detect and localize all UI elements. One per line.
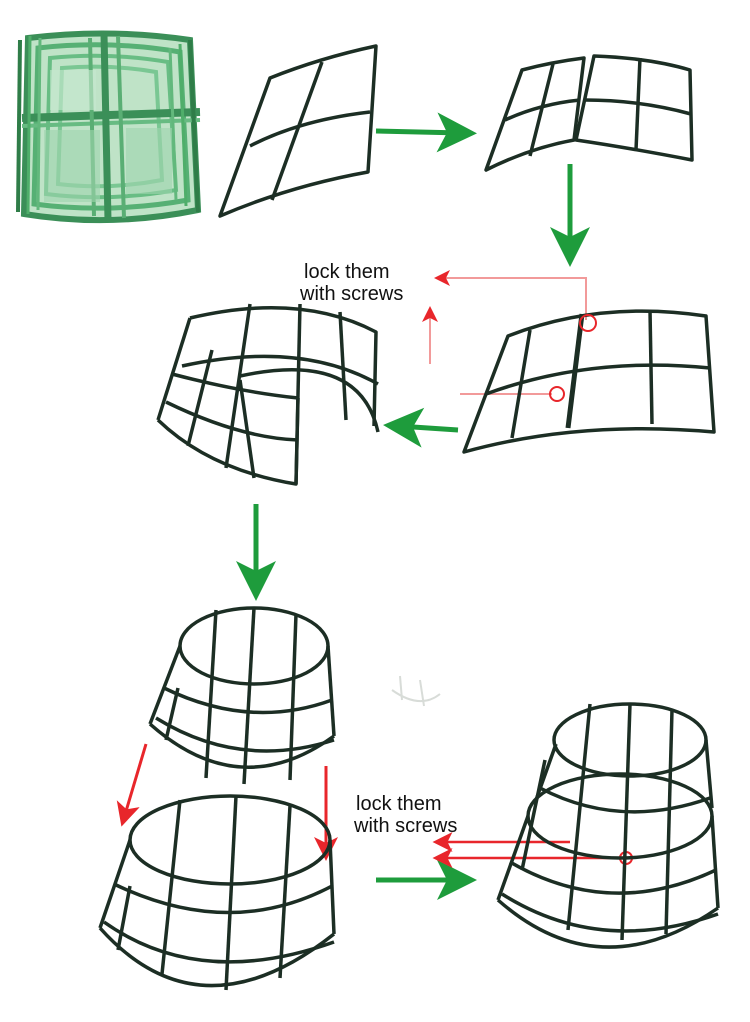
small-ring <box>148 606 336 785</box>
two-panels <box>484 54 694 172</box>
screw-circle-icon <box>549 386 565 402</box>
flow-arrow-left-1 <box>383 407 459 448</box>
open-ring <box>156 303 380 486</box>
upper-screw-label-line1: lock them <box>304 261 390 283</box>
product-photo <box>14 28 202 226</box>
ghost-marks <box>391 675 441 707</box>
red-arrow-icon <box>116 743 148 827</box>
large-ring <box>98 794 336 991</box>
joined-panel <box>462 309 716 454</box>
lower-screw-label-line1: lock them <box>356 793 442 815</box>
upper-screw-indicator <box>422 270 587 395</box>
lower-screw-label-line2: with screws <box>353 815 457 837</box>
upper-screw-label-line2: with screws <box>299 283 403 305</box>
stacked-assembly <box>496 702 720 949</box>
single-panel <box>218 44 378 218</box>
flow-arrow-right-1 <box>375 112 477 153</box>
screw-circle-icon <box>579 314 597 332</box>
